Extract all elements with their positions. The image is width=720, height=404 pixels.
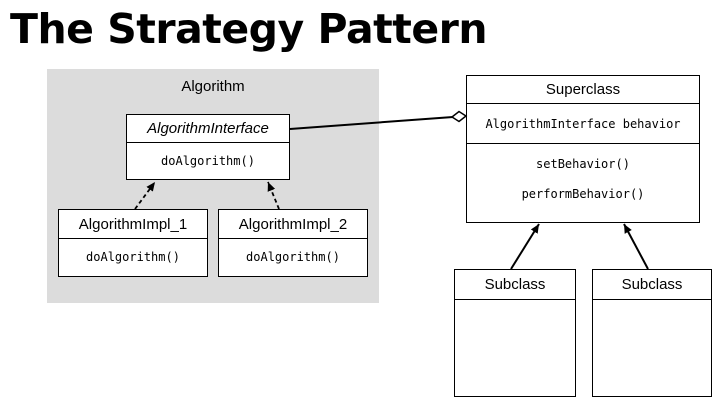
algorithm-impl-2-name: AlgorithmImpl_2 (219, 210, 367, 239)
algorithm-interface-name: AlgorithmInterface (127, 115, 289, 143)
subclass-2-class: Subclass (592, 269, 712, 397)
algorithm-impl-1-method: doAlgorithm() (86, 250, 180, 264)
realization-arrow-impl-1 (134, 181, 156, 210)
algorithm-interface-method: doAlgorithm() (161, 153, 255, 168)
subclass-1-class: Subclass (454, 269, 576, 397)
package-label: Algorithm (181, 78, 245, 95)
superclass-method-set-behavior: setBehavior() (536, 157, 630, 171)
algorithm-impl-1-name: AlgorithmImpl_1 (59, 210, 207, 239)
aggregation-diamond-icon (450, 110, 468, 123)
superclass-attribute: AlgorithmInterface behavior (485, 116, 681, 131)
aggregation-line (289, 116, 454, 130)
superclass-name: Superclass (467, 76, 699, 104)
superclass-method-perform-behavior: performBehavior() (521, 187, 645, 201)
inheritance-arrow-subclass-1 (510, 223, 540, 270)
superclass-class: Superclass AlgorithmInterface behavior s… (466, 75, 700, 223)
page-title: The Strategy Pattern (10, 5, 488, 53)
subclass-2-name: Subclass (593, 270, 711, 300)
algorithm-impl-2-class: AlgorithmImpl_2 doAlgorithm() (218, 209, 368, 277)
algorithm-interface-class: AlgorithmInterface doAlgorithm() (126, 114, 290, 180)
realization-arrow-impl-2 (267, 181, 280, 210)
inheritance-arrow-subclass-2 (623, 223, 649, 270)
algorithm-impl-2-method: doAlgorithm() (246, 250, 340, 264)
subclass-1-name: Subclass (455, 270, 575, 300)
algorithm-impl-1-class: AlgorithmImpl_1 doAlgorithm() (58, 209, 208, 277)
